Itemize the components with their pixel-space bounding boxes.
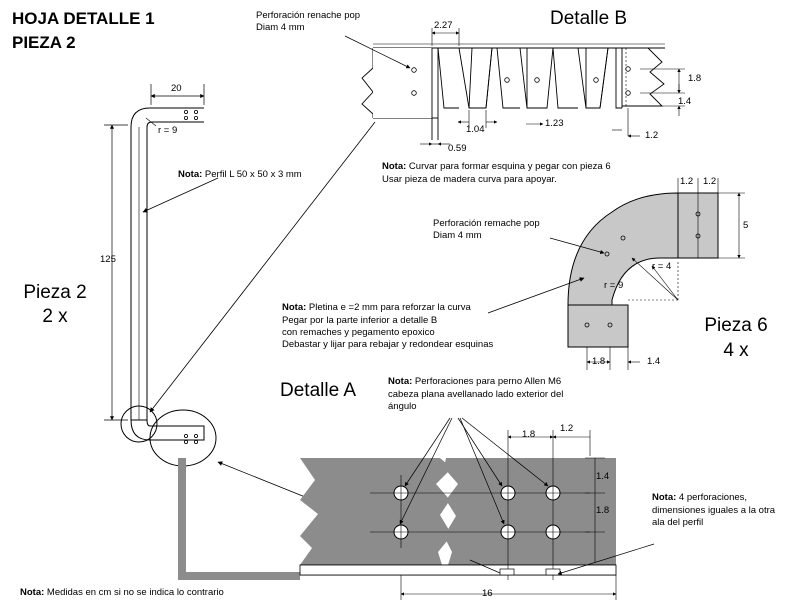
detail-a-callout <box>149 409 217 467</box>
title-line2: PIEZA 2 <box>12 33 76 52</box>
note-perfil-text: Perfil L 50 x 50 x 3 mm <box>204 169 302 180</box>
detalle-a-drawing <box>299 458 617 576</box>
dim-1-2-6b-label: 1.2 <box>703 176 717 187</box>
note-medidas: Nota: Medidas en cm si no se indica lo c… <box>20 587 224 599</box>
nota-label: Nota: <box>652 492 677 503</box>
dim-5-label: 5 <box>743 220 749 231</box>
dim-1-4-a-label: 1.4 <box>596 471 610 482</box>
note-curvar-2: Usar pieza de madera curva para apoyar. <box>382 174 557 185</box>
detalle-a-label: Detalle A <box>280 380 357 401</box>
pieza6-dims <box>586 178 745 370</box>
note-perfil: Nota: Perfil L 50 x 50 x 3 mm <box>178 169 302 181</box>
detalle-a-centerlines <box>370 430 617 600</box>
dim-125 <box>104 124 128 421</box>
note-perno-2: cabeza plana avellanado lado exterior de… <box>388 389 564 400</box>
leader-r9 <box>145 117 157 127</box>
note-pletina-text: Pletina e =2 mm para reforzar la curva <box>308 302 471 313</box>
note-curvar-1: Nota: Curvar para formar esquina y pegar… <box>382 161 611 173</box>
title-line1: HOJA DETALLE 1 <box>12 9 155 28</box>
pieza6-label: Pieza 6 <box>704 315 768 336</box>
leader-perforacion-b <box>344 35 411 69</box>
dim-1-8-a2-label: 1.8 <box>596 505 610 516</box>
dim-r4-label: r = 4 <box>652 261 672 272</box>
dim-1-2-a-label: 1.2 <box>560 423 574 434</box>
note-pletina-2: Pegar por la parte inferior a detalle B <box>282 315 438 326</box>
detalle-b-label: Detalle B <box>550 8 628 29</box>
pieza2-profile <box>120 107 205 443</box>
note-cuatro-2: dimensiones iguales a la otra <box>652 505 776 516</box>
note-perforacion-b-2: Diam 4 mm <box>256 22 305 33</box>
l-section <box>178 458 300 580</box>
dim-20-label: 20 <box>171 83 182 94</box>
dim-125-label: 125 <box>100 254 116 265</box>
pieza6-holes <box>584 211 701 328</box>
nota-label: Nota: <box>20 587 45 598</box>
note-perno-3: ángulo <box>388 401 417 412</box>
note-pletina-4: Debastar y lijar para rebajar y redondea… <box>282 339 494 350</box>
detalle-a-holes <box>393 485 561 540</box>
note-curvar-text: Curvar para formar esquina y pegar con p… <box>408 161 611 172</box>
detalle-b-holes <box>411 66 631 96</box>
dim-20 <box>150 84 205 105</box>
note-perforacion-6-1: Perforación remache pop <box>433 218 540 229</box>
detalle-b-dims <box>420 28 685 146</box>
leader-perfil <box>142 177 219 213</box>
nota-label: Nota: <box>282 302 307 313</box>
detalle-b-drawing <box>361 43 665 140</box>
note-perforacion-b-1: Perforación renache pop <box>256 10 361 21</box>
pieza2-label: Pieza 2 <box>23 282 87 303</box>
note-cuatro-text: 4 perforaciones, <box>678 492 748 503</box>
dim-1-4-b-label: 1.4 <box>678 96 692 107</box>
dim-1-8-b-label: 1.8 <box>688 73 702 84</box>
dim-1-8-a-label: 1.8 <box>522 429 536 440</box>
dim-2-27-label: 2.27 <box>434 20 453 31</box>
nota-label: Nota: <box>178 169 203 180</box>
pieza6-qty: 4 x <box>723 340 749 361</box>
leader-to-detalle-b <box>149 121 376 413</box>
dim-1-8-6-label: 1.8 <box>592 356 606 367</box>
note-perno-1: Nota: Perforaciones para perno Allen M6 <box>388 376 562 388</box>
note-cuatro-1: Nota: 4 perforaciones, <box>652 492 748 504</box>
pieza2-holes <box>183 110 198 444</box>
note-perforacion-6-2: Diam 4 mm <box>433 230 482 241</box>
detalle-a-leaders <box>399 417 655 575</box>
note-pletina-1: Nota: Pletina e =2 mm para reforzar la c… <box>282 302 471 314</box>
leader-perforacion-6 <box>549 237 605 255</box>
dim-1-2-6a-label: 1.2 <box>680 176 694 187</box>
dim-1-23-label: 1.23 <box>545 118 564 129</box>
dim-r9-6-label: r = 9 <box>604 280 624 291</box>
dim-0-59-label: 0.59 <box>448 143 467 154</box>
dim-1-4-6-label: 1.4 <box>647 356 661 367</box>
pieza2-qty: 2 x <box>42 306 68 327</box>
nota-label: Nota: <box>382 161 407 172</box>
leader-pletina <box>487 277 585 314</box>
note-medidas-text: Medidas en cm si no se indica lo contrar… <box>46 587 224 598</box>
note-perno-text: Perforaciones para perno Allen M6 <box>414 376 562 387</box>
pieza6-drawing <box>567 192 719 348</box>
dim-16-label: 16 <box>482 588 493 599</box>
note-cuatro-3: ala del perfil <box>652 517 704 528</box>
dim-1-2-b-label: 1.2 <box>645 130 659 141</box>
note-pletina-3: con remaches y pegamento epoxico <box>282 327 435 338</box>
dim-r9-label: r = 9 <box>158 125 178 136</box>
dim-1-04-label: 1.04 <box>466 124 485 135</box>
nota-label: Nota: <box>388 376 413 387</box>
